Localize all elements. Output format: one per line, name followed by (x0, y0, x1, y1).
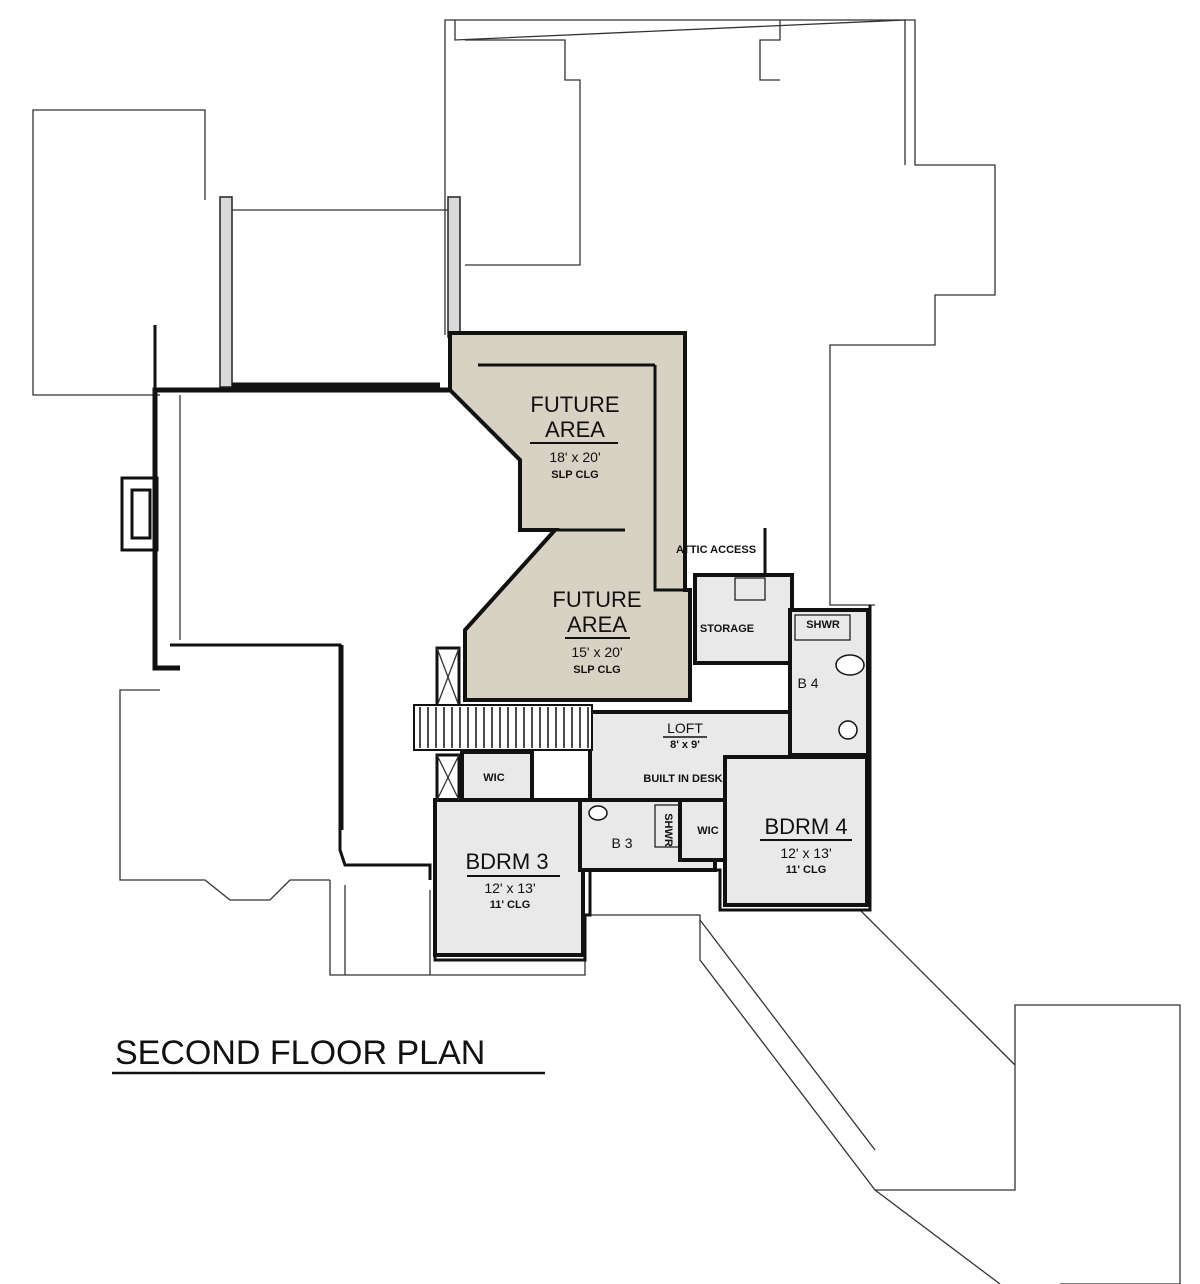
svg-text:18' x 20': 18' x 20' (549, 449, 600, 465)
b4-label: B 4 (797, 675, 818, 691)
svg-text:8' x 9': 8' x 9' (670, 739, 700, 751)
svg-text:SLP CLG: SLP CLG (573, 664, 620, 676)
b3-label: B 3 (611, 835, 632, 851)
svg-text:SECOND FLOOR PLAN: SECOND FLOOR PLAN (115, 1034, 485, 1072)
svg-text:BUILT IN DESK: BUILT IN DESK (643, 773, 722, 785)
future-area-2-label: FUTURE AREA 15' x 20' SLP CLG (552, 587, 641, 676)
svg-text:AREA: AREA (545, 417, 605, 442)
future-area-1-label: FUTURE AREA 18' x 20' SLP CLG (530, 392, 620, 481)
svg-text:BDRM 3: BDRM 3 (465, 849, 548, 874)
walls (120, 325, 450, 880)
bdrm4-label: BDRM 4 12' x 13' 11' CLG (760, 814, 852, 876)
attic-access-label: ATTIC ACCESS (676, 544, 756, 556)
svg-text:BDRM 4: BDRM 4 (764, 814, 847, 839)
rooms (413, 573, 872, 962)
svg-text:FUTURE: FUTURE (552, 587, 641, 612)
svg-text:15' x 20': 15' x 20' (571, 644, 622, 660)
svg-text:12' x 13': 12' x 13' (780, 845, 831, 861)
loft-label: LOFT 8' x 9' BUILT IN DESK (643, 720, 722, 785)
roof-outlines (32, 19, 1181, 1284)
svg-text:11' CLG: 11' CLG (490, 899, 531, 911)
plan-title: SECOND FLOOR PLAN (112, 1034, 545, 1075)
svg-text:SLP CLG: SLP CLG (551, 469, 598, 481)
bdrm4-wic-label: WIC (697, 825, 718, 837)
svg-text:AREA: AREA (567, 612, 627, 637)
future-area-fill (448, 331, 692, 702)
svg-text:11' CLG: 11' CLG (786, 864, 827, 876)
b4-shower-label: SHWR (806, 619, 840, 631)
bdrm3-wic-label: WIC (483, 772, 504, 784)
svg-text:FUTURE: FUTURE (530, 392, 619, 417)
storage-label: STORAGE (700, 623, 754, 635)
svg-text:12' x 13': 12' x 13' (484, 880, 535, 896)
svg-text:LOFT: LOFT (667, 720, 703, 736)
bdrm3-label: BDRM 3 12' x 13' 11' CLG (465, 849, 560, 911)
b3-shower-label: SHWR (662, 813, 674, 847)
